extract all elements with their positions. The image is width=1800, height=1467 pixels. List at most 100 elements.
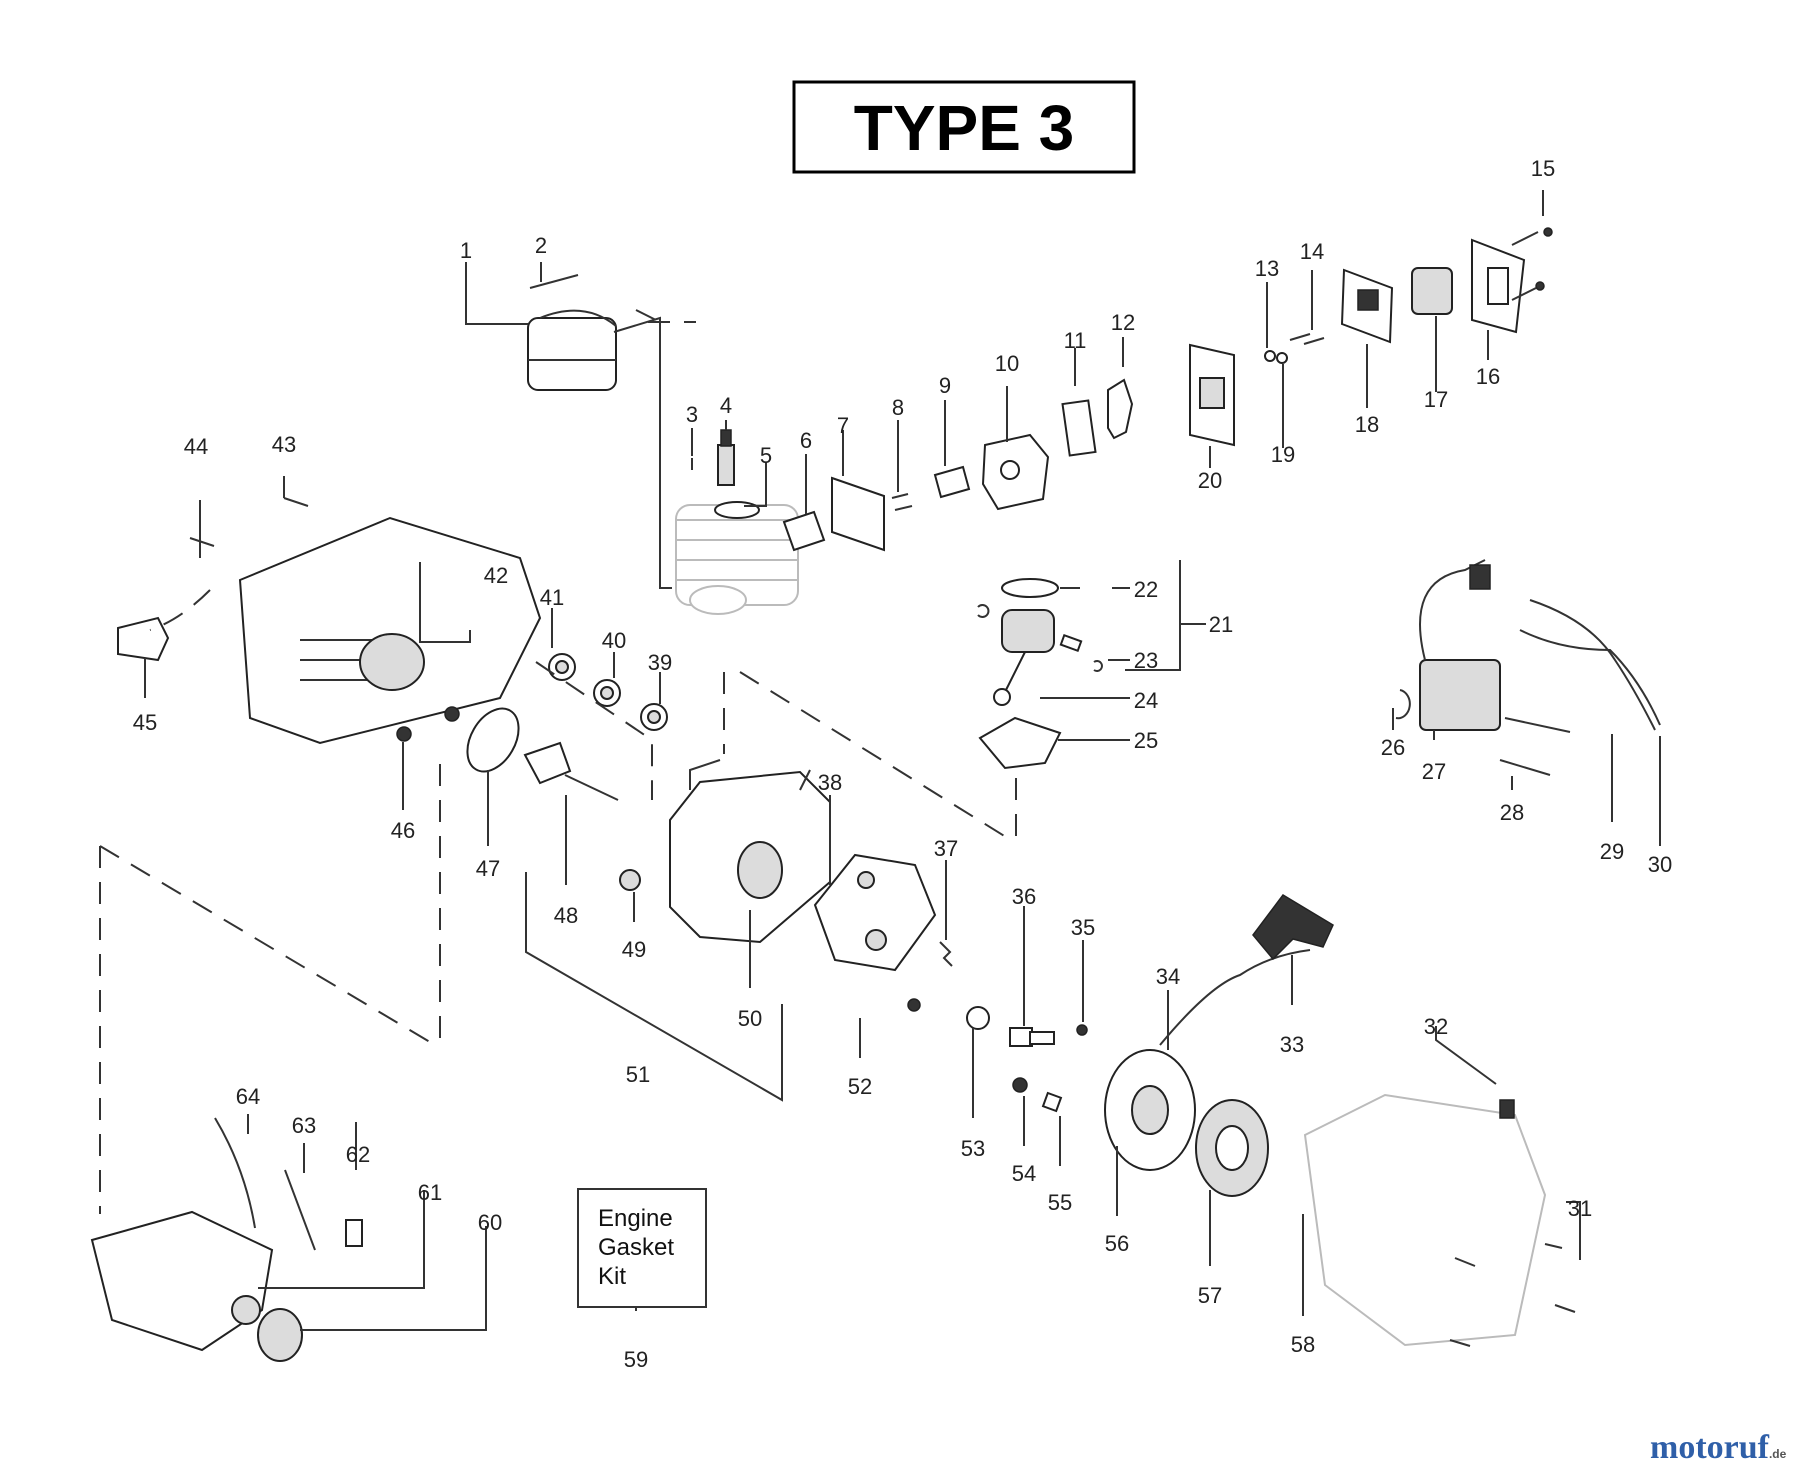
svg-text:motoruf.de: motoruf.de — [1650, 1429, 1787, 1466]
starter-pulley-illustration — [1104, 1049, 1196, 1171]
part-label-23: 23 — [1134, 648, 1158, 673]
part-label-5: 5 — [760, 443, 772, 468]
engine-gasket-kit-box: Engine Gasket Kit — [577, 1188, 707, 1308]
crankcase-illustration — [669, 759, 831, 944]
part-label-12: 12 — [1111, 310, 1135, 335]
part-label-39: 39 — [648, 650, 672, 675]
bracket-illustration — [117, 616, 170, 662]
seal-49-illustration — [619, 869, 641, 891]
crankcase-half-illustration — [813, 853, 937, 972]
piston-rod-illustration — [977, 604, 1055, 706]
part-label-55: 55 — [1048, 1190, 1072, 1215]
spark-plug-illustration — [717, 429, 735, 486]
part-label-53: 53 — [961, 1136, 985, 1161]
watermark: motoruf.de — [1650, 1429, 1787, 1466]
pawl-illustration — [1012, 1077, 1063, 1113]
part-label-58: 58 — [1291, 1332, 1315, 1357]
part-label-3: 3 — [686, 402, 698, 427]
part-label-33: 33 — [1280, 1032, 1304, 1057]
part-label-20: 20 — [1198, 468, 1222, 493]
part-label-6: 6 — [800, 428, 812, 453]
part-label-42: 42 — [484, 563, 508, 588]
part-label-28: 28 — [1500, 800, 1524, 825]
engine-shroud-illustration — [238, 516, 542, 745]
part-label-37: 37 — [934, 836, 958, 861]
part-label-22: 22 — [1134, 577, 1158, 602]
part-label-4: 4 — [720, 393, 732, 418]
washer-53-illustration — [966, 1006, 990, 1030]
clip-illustration — [1499, 1099, 1515, 1119]
part-label-18: 18 — [1355, 412, 1379, 437]
part-label-10: 10 — [995, 351, 1019, 376]
part-label-52: 52 — [848, 1074, 872, 1099]
part-label-17: 17 — [1424, 387, 1448, 412]
part-number-labels: 1 2 3 4 5 6 7 8 9 10 11 12 13 14 15 16 1… — [133, 156, 1672, 1372]
part-label-51: 51 — [626, 1062, 650, 1087]
screws-8-illustration — [891, 493, 913, 511]
part-label-15: 15 — [1531, 156, 1555, 181]
fuel-cap-illustration — [257, 1308, 303, 1362]
choke-lever-illustration — [1107, 378, 1134, 440]
part-label-41: 41 — [540, 585, 564, 610]
housing-screws-illustration — [1449, 1243, 1576, 1347]
part-label-45: 45 — [133, 710, 157, 735]
air-box-illustration — [1189, 343, 1235, 447]
part-label-57: 57 — [1198, 1283, 1222, 1308]
rewind-spring-illustration — [1195, 1099, 1269, 1197]
ground-wires-illustration — [1519, 599, 1661, 731]
fuel-line-63-illustration — [284, 1169, 316, 1251]
air-filter-cover-illustration — [1471, 238, 1526, 334]
part-label-21: 21 — [1209, 612, 1233, 637]
bearings-illustration — [548, 653, 668, 731]
base-gasket-illustration — [978, 716, 1062, 770]
part-label-31: 31 — [1568, 1196, 1592, 1221]
part-label-14: 14 — [1300, 239, 1324, 264]
part-label-43: 43 — [272, 432, 296, 457]
part-illustrations — [90, 227, 1661, 1362]
pivot-bolt-illustration — [1009, 1027, 1055, 1047]
part-label-24: 24 — [1134, 688, 1158, 713]
part-label-40: 40 — [602, 628, 626, 653]
title-box — [792, 80, 1136, 174]
part-label-56: 56 — [1105, 1231, 1129, 1256]
spacer-illustration — [831, 476, 885, 552]
o-ring-illustration — [466, 707, 520, 773]
part-label-36: 36 — [1012, 884, 1036, 909]
gasket-6-illustration — [782, 510, 826, 552]
part-label-8: 8 — [892, 395, 904, 420]
part-label-7: 7 — [837, 413, 849, 438]
page-title: TYPE 3 — [854, 92, 1075, 164]
gasket-9-illustration — [933, 465, 971, 499]
part-label-9: 9 — [939, 373, 951, 398]
part-label-25: 25 — [1134, 728, 1158, 753]
ignition-module-illustration — [1395, 559, 1571, 776]
screw-35-illustration — [1076, 1024, 1088, 1036]
part-label-32: 32 — [1424, 1014, 1448, 1039]
part-label-64: 64 — [236, 1084, 260, 1109]
kit-label-line1: Engine — [598, 1205, 673, 1232]
part-label-59: 59 — [624, 1347, 648, 1372]
part-label-38: 38 — [818, 770, 842, 795]
part-label-46: 46 — [391, 818, 415, 843]
cylinder-illustration — [675, 501, 799, 615]
part-label-2: 2 — [535, 233, 547, 258]
part-label-44: 44 — [184, 434, 208, 459]
pin-illustration — [529, 274, 579, 289]
carburetor-illustration — [981, 433, 1050, 511]
grommet-illustration — [345, 1219, 363, 1247]
kit-label-line2: Gasket — [598, 1234, 674, 1261]
leader-lines — [144, 190, 1661, 1331]
part-label-60: 60 — [478, 1210, 502, 1235]
wrist-pin-illustration — [1059, 633, 1103, 672]
filter-screen-illustration — [1340, 268, 1394, 344]
filter-element-illustration — [1411, 267, 1453, 315]
kit-label-line3: Kit — [598, 1263, 626, 1290]
part-label-13: 13 — [1255, 256, 1279, 281]
part-label-30: 30 — [1648, 852, 1672, 877]
part-label-16: 16 — [1476, 364, 1500, 389]
part-label-35: 35 — [1071, 915, 1095, 940]
part-label-27: 27 — [1422, 759, 1446, 784]
starter-handle-illustration — [1252, 894, 1334, 961]
fuel-tank-illustration — [90, 1210, 274, 1352]
